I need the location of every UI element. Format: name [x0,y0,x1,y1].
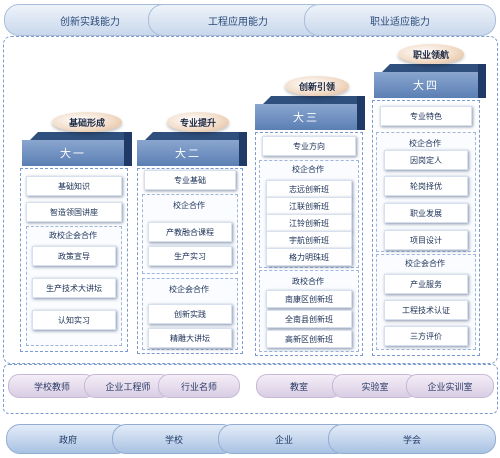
col3-section1-item: 江铃创新班 [266,214,352,232]
stage-year3: 大三 [255,88,365,130]
ability-pill-career: 职业适应能力 [304,4,496,36]
stage-label-year3: 创新引领 [285,76,349,96]
col3-header: 专业方向 [262,136,356,156]
col3-section1-item: 宇航创新班 [266,231,352,249]
col4-section2-item: 工程技术认证 [384,300,468,320]
col2-section2-item: 精雕大讲坛 [148,328,232,348]
stage-name: 大二 [137,140,239,166]
stage-label-year4: 职业领航 [398,44,464,64]
col2-section1-title: 校企合作 [173,201,205,210]
resource-engineers: 企业工程师 [84,374,172,398]
col4-header: 专业特色 [380,106,472,126]
resource-masters: 行业名师 [158,374,240,398]
stage-top [382,64,486,72]
stage-side [239,132,247,166]
col2-section2-title: 校企会合作 [169,285,209,294]
stage-side [357,96,365,130]
col4-section1-item: 因岗定人 [384,150,468,170]
col3-section1-title: 校企合作 [292,165,324,174]
stage-side [124,132,132,166]
col1-item: 基础知识 [26,176,122,196]
col2-frame [137,168,243,354]
stage-year4: 大四 [374,56,486,98]
party-government: 政府 [6,424,130,454]
stage-top [30,132,132,140]
stage-label-year2: 专业提升 [167,112,229,132]
stage-side [478,64,486,98]
ability-pill-engineering: 工程应用能力 [148,4,328,36]
resource-lab: 实验室 [332,374,418,398]
col4-section1-item: 项目设计 [384,230,468,250]
resource-classroom: 教室 [256,374,342,398]
resource-teachers: 学校教师 [8,374,96,398]
stage-top [263,96,365,104]
col1-section-title: 政校企会合作 [49,231,97,240]
col2-header: 专业基础 [144,170,236,190]
party-school: 学校 [112,424,236,454]
col3-section2-item: 南康区创新班 [266,290,352,308]
col2-section2-item: 创新实践 [148,304,232,324]
col3-section2-item: 高新区创新班 [266,330,352,348]
stage-label-year1: 基础形成 [52,112,122,132]
col2-section1-item: 产教融合课程 [148,222,232,242]
col2-section1-item: 生产实习 [148,246,232,266]
stage-name: 大三 [255,104,357,130]
col4-section2-title: 校企会合作 [405,259,445,268]
col3-section1-item: 志远创新班 [266,180,352,198]
stage-year1: 大一 [22,124,132,166]
stage-year2: 大二 [137,124,247,166]
col4-section1-item: 轮岗择优 [384,176,468,196]
main-frame [3,36,498,364]
ability-pill-innovation: 创新实践能力 [4,4,176,36]
resource-training-room: 企业实训室 [406,374,494,398]
stage-name: 大一 [22,140,124,166]
col1-section-item: 认知实习 [32,310,116,330]
col3-section1-item: 格力明珠班 [266,248,352,266]
stage-top [145,132,247,140]
col1-item: 智造领国讲座 [26,202,122,222]
col3-section2-title: 政校合作 [292,277,324,286]
col4-frame [372,100,480,356]
party-society: 学会 [328,424,496,454]
col4-section2-item: 三方评价 [384,326,468,346]
col1-section-item: 生产技术大讲坛 [32,278,116,298]
col1-section-item: 政策宣导 [32,246,116,266]
col3-frame [255,132,363,356]
col3-section1-item: 江联创新班 [266,197,352,215]
col3-section2-item: 全南县创新班 [266,310,352,328]
col1-frame [20,168,128,352]
resource-frame [3,364,498,414]
stage-name: 大四 [374,72,478,98]
col4-section1-title: 校企合作 [409,139,441,148]
col4-section2-item: 产业服务 [384,274,468,294]
col4-section1-item: 职业发展 [384,203,468,223]
